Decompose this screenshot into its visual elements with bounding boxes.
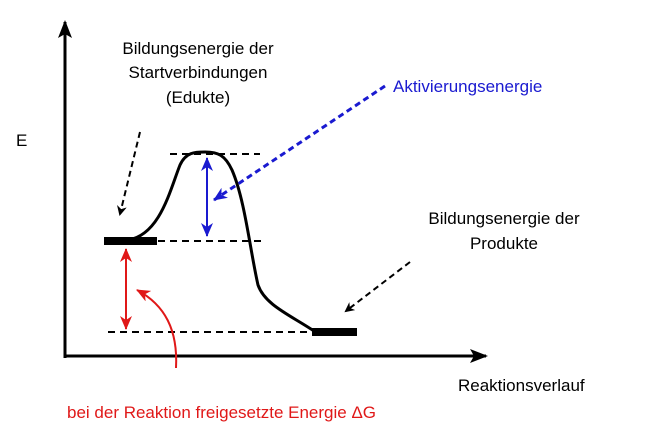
activation-label: Aktivierungsenergie — [393, 77, 542, 96]
released-energy-label: bei der Reaktion freigesetzte Energie ΔG — [67, 403, 376, 422]
product-bar — [312, 328, 357, 336]
educt-label-line2: Startverbindungen — [129, 63, 268, 82]
product-pointer — [344, 261, 411, 313]
y-axis-label: E — [16, 131, 27, 150]
product-label-line2: Produkte — [470, 234, 538, 253]
x-axis-label: Reaktionsverlauf — [458, 376, 585, 395]
activation-pointer — [213, 84, 386, 202]
released-pointer — [136, 289, 178, 369]
educt-label-line3: (Edukte) — [166, 88, 230, 107]
reaction-curve — [127, 150, 315, 333]
product-label-line1: Bildungsenergie der — [428, 209, 580, 228]
educt-label-line1: Bildungsenergie der — [122, 39, 274, 58]
educt-pointer — [117, 131, 141, 216]
